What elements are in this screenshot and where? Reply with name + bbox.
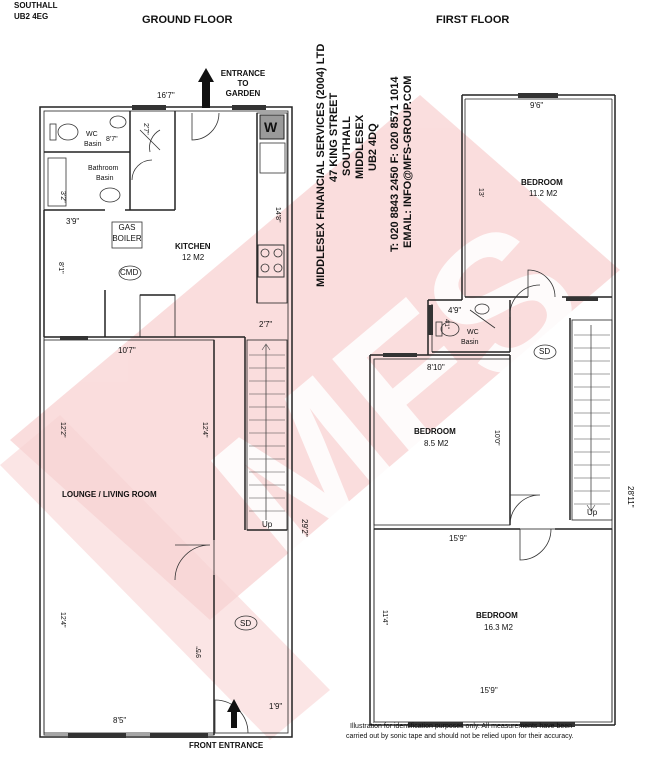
gf-lounge-h4: 9'5" bbox=[196, 646, 203, 658]
disclaimer-line-2: carried out by sonic tape and should not… bbox=[346, 733, 574, 740]
ff-bedroom1-width: 9'6" bbox=[530, 101, 544, 110]
gf-bathroom-dim: 3'2" bbox=[59, 191, 66, 203]
ground-floor-title: GROUND FLOOR bbox=[142, 14, 233, 26]
company-street: 47 KING STREET bbox=[328, 92, 340, 182]
gf-total-length: 29'2" bbox=[300, 519, 309, 537]
gf-cmd: CMD bbox=[120, 268, 139, 277]
ff-bedroom1-label: BEDROOM bbox=[521, 178, 563, 187]
gf-stairs-up: Up bbox=[262, 520, 273, 529]
gf-lounge-h1: 12'2" bbox=[59, 422, 66, 438]
ground-stairs bbox=[249, 343, 285, 520]
company-county: MIDDLESEX bbox=[354, 114, 366, 179]
gf-kitchen-dim-side: 8'1" bbox=[57, 262, 64, 274]
ff-bedroom3-width-top: 15'9" bbox=[449, 534, 467, 543]
watermark-logo: MFS bbox=[0, 95, 620, 740]
gf-lounge-h3: 12'4" bbox=[59, 612, 66, 628]
gf-lounge-width-bottom: 8'5" bbox=[113, 716, 127, 725]
first-doors bbox=[469, 269, 556, 561]
first-floor-plan bbox=[369, 94, 616, 726]
gf-kitchen-area: 12 M2 bbox=[182, 253, 205, 262]
company-postcode: UB2 4DQ bbox=[367, 123, 379, 171]
ff-total-length: 28'11" bbox=[626, 486, 635, 508]
ff-bedroom1-area: 11.2 M2 bbox=[529, 189, 558, 198]
gf-wc-label: WC bbox=[86, 131, 98, 138]
ff-bedroom2-area: 8.5 M2 bbox=[424, 439, 449, 448]
gf-bathroom-label: Bathroom bbox=[88, 165, 119, 172]
gf-wc-basin: Basin bbox=[84, 141, 102, 148]
ground-windows bbox=[60, 105, 266, 738]
ground-doors bbox=[131, 112, 249, 734]
first-stairs bbox=[574, 325, 610, 512]
ff-wc-dim: 4'9" bbox=[448, 306, 462, 315]
first-fixtures bbox=[435, 303, 557, 360]
ff-bedroom3-height: 11'4" bbox=[381, 610, 388, 625]
gf-washer-label: W bbox=[264, 119, 278, 135]
gf-wc-dim: 8'7" bbox=[106, 136, 118, 143]
first-windows bbox=[383, 93, 598, 727]
gf-kitchen-label: KITCHEN bbox=[175, 242, 211, 251]
ground-floor-plan bbox=[39, 106, 293, 738]
ff-bedroom2-width: 8'10" bbox=[427, 363, 445, 372]
entrance-garden-2: TO bbox=[237, 79, 249, 88]
gf-hall-width: 2'7" bbox=[259, 320, 273, 329]
ff-bedroom3-area: 16.3 M2 bbox=[484, 623, 513, 632]
ground-fixtures bbox=[47, 115, 286, 631]
company-name: MIDDLESEX FINANCIAL SERVICES (2004) LTD bbox=[315, 43, 327, 287]
ff-sd: SD bbox=[539, 347, 551, 356]
ff-wc-label: WC bbox=[467, 329, 479, 336]
ff-bedroom3-width-bottom: 15'9" bbox=[480, 686, 498, 695]
entrance-garden-1: ENTRANCE bbox=[220, 69, 266, 78]
gf-kitchen-dim-h: 14'8" bbox=[274, 207, 281, 223]
gf-top-width: 16'7" bbox=[157, 91, 175, 100]
ff-bedroom3-label: BEDROOM bbox=[476, 611, 518, 620]
company-phone: T: 020 8843 2450 F: 020 8571 1014 bbox=[389, 76, 401, 252]
ff-bedroom2-height: 10'0" bbox=[493, 430, 500, 446]
gf-bathroom-basin: Basin bbox=[96, 175, 114, 182]
gf-lounge-label: LOUNGE / LIVING ROOM bbox=[62, 490, 157, 499]
entrance-garden-3: GARDEN bbox=[225, 89, 261, 98]
gf-wc-dim2: 2'7" bbox=[142, 123, 149, 135]
gf-gas-boiler-2: BOILER bbox=[112, 234, 142, 243]
gf-front-entrance: FRONT ENTRANCE bbox=[189, 741, 264, 750]
ff-stairs-up: Up bbox=[587, 508, 598, 517]
ff-wc-basin: Basin bbox=[461, 339, 479, 346]
ff-wc-dim2: 4'1" bbox=[443, 319, 449, 329]
gf-lounge-width-top: 10'7" bbox=[118, 346, 136, 355]
gf-sd: SD bbox=[240, 619, 252, 628]
entrance-arrows bbox=[198, 68, 241, 728]
washer-box bbox=[259, 114, 285, 140]
ff-bedroom2-label: BEDROOM bbox=[414, 427, 456, 436]
first-floor-title: FIRST FLOOR bbox=[436, 14, 510, 26]
address-line-2: UB2 4EG bbox=[14, 12, 49, 21]
ff-bedroom1-height: 13' bbox=[477, 188, 484, 198]
disclaimer-line-1: Illustration for identification purposes… bbox=[350, 723, 573, 730]
address-line-1: SOUTHALL bbox=[14, 1, 58, 10]
gf-bottom-small: 1'9" bbox=[269, 702, 283, 711]
gf-kitchen-dim-w: 3'9" bbox=[66, 217, 80, 226]
company-town: SOUTHALL bbox=[341, 116, 353, 176]
company-email: EMAIL: INFO@MFS-GROUP.COM bbox=[402, 75, 414, 248]
gf-gas-boiler-1: GAS bbox=[118, 223, 136, 232]
gf-lounge-h2: 12'4" bbox=[201, 422, 208, 438]
